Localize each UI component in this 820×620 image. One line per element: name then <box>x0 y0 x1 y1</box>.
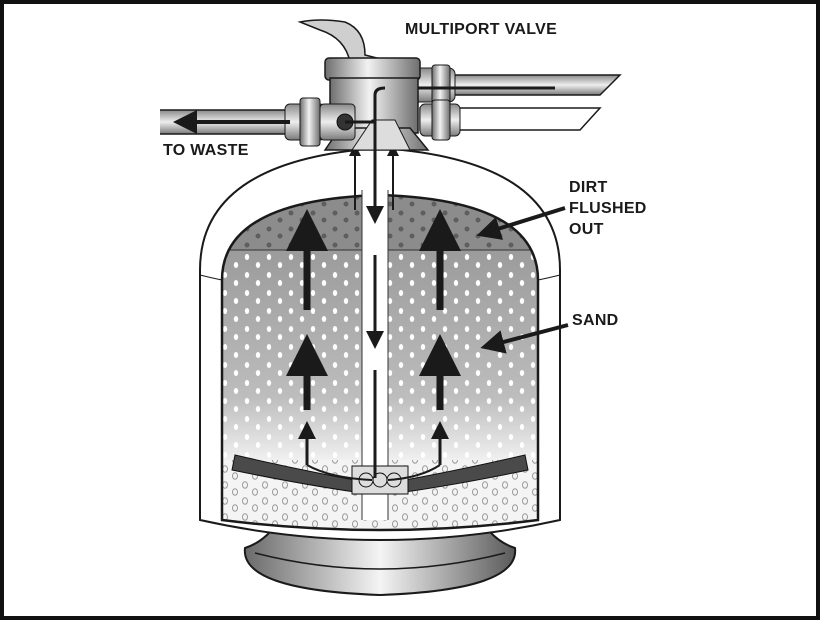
waste-pipe <box>160 97 375 147</box>
multiport-valve <box>297 19 430 151</box>
dirt-label-line3: OUT <box>569 221 604 238</box>
dirt-pointer-arrow <box>476 206 566 240</box>
dirt-label-line1: DIRT <box>569 179 608 196</box>
laterals <box>231 454 529 495</box>
multiport-valve-label: MULTIPORT VALVE <box>405 21 558 38</box>
dirt-label-line2: FLUSHED <box>569 200 647 217</box>
sand-pointer-arrow <box>480 323 569 354</box>
inlet-pipes <box>385 64 622 141</box>
flow-arrows <box>286 144 461 481</box>
tank-inner-wall <box>220 193 540 532</box>
sand-label: SAND <box>572 312 619 329</box>
to-waste-label: TO WASTE <box>163 142 249 159</box>
